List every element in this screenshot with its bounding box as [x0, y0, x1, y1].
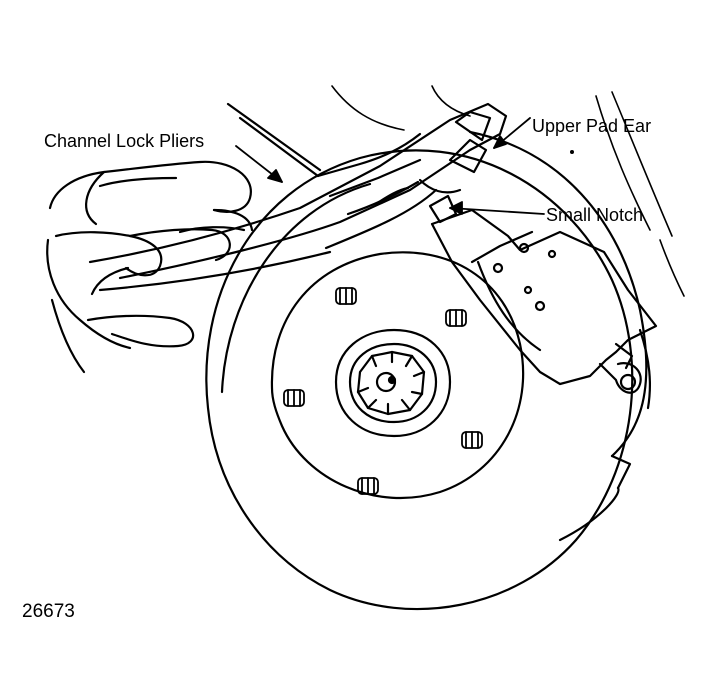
brake-caliper-icon — [428, 138, 658, 394]
pliers-icon — [88, 102, 508, 292]
upper-pad-ear-label: Upper Pad Ear — [532, 116, 652, 136]
hand-icon — [46, 160, 254, 374]
small-notch-label: Small Notch — [546, 205, 644, 225]
figure-number: 26673 — [22, 601, 75, 622]
fender-lines — [331, 85, 685, 297]
channel-lock-pliers-label: Channel Lock Pliers — [44, 131, 205, 151]
lug-nut-icon — [283, 287, 483, 495]
splash-shield — [468, 130, 652, 542]
leader-arrows — [235, 117, 545, 215]
brake-rotor-icon — [205, 149, 634, 611]
small-notch-arrow — [449, 207, 545, 215]
